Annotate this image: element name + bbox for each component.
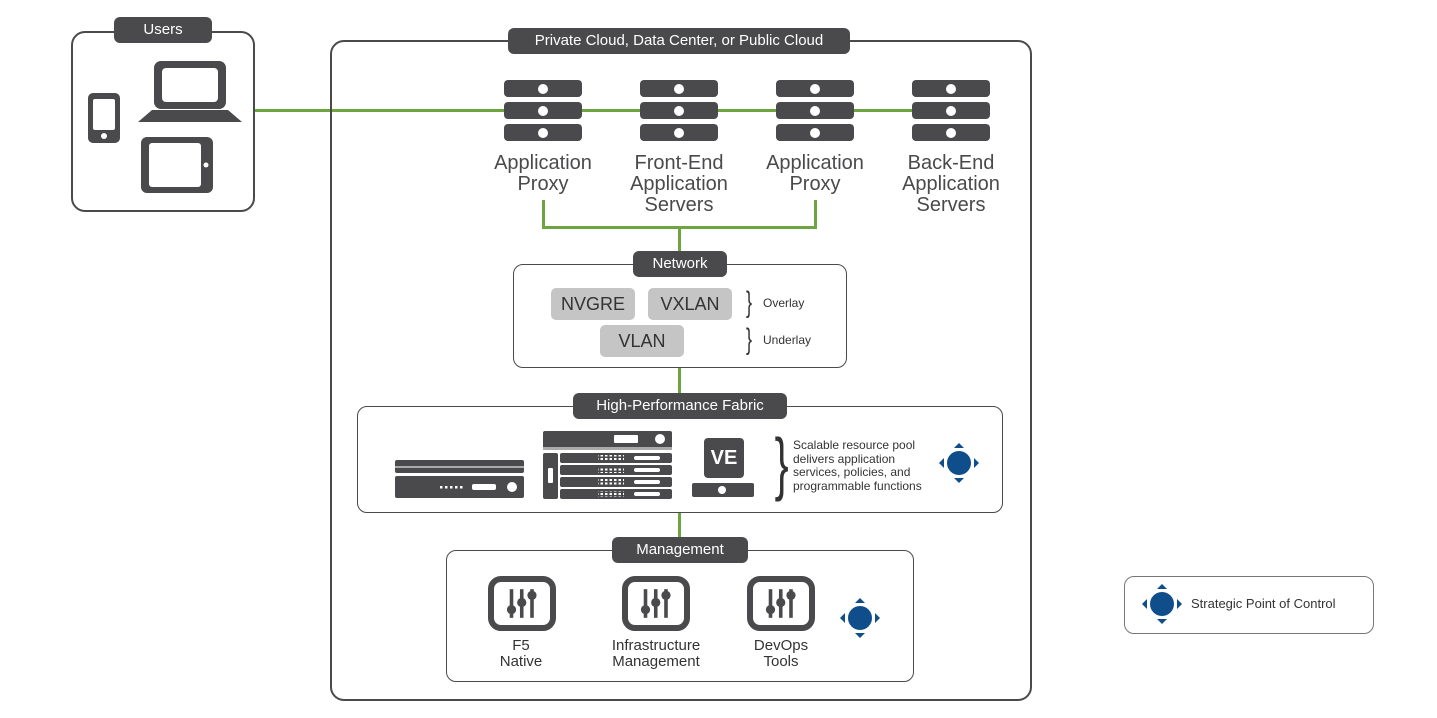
sliders-icon xyxy=(747,576,815,631)
tablet-icon xyxy=(141,137,213,193)
virtual-edition-icon: VE xyxy=(692,438,756,498)
vlan-pill: VLAN xyxy=(600,325,684,357)
users-connector-line xyxy=(255,109,990,112)
chassis-icon xyxy=(543,431,672,499)
users-tag: Users xyxy=(114,17,212,43)
server-label-front-end: Front-End Application Servers xyxy=(630,152,728,216)
strategic-point-of-control-icon xyxy=(840,598,880,638)
ve-base xyxy=(692,483,754,497)
mgmt-label-devops: DevOps Tools xyxy=(753,637,809,670)
server-stack-icon xyxy=(776,80,854,146)
proxy-connector-left xyxy=(542,200,545,229)
management-connector xyxy=(678,513,681,539)
management-panel xyxy=(446,550,914,682)
fabric-connector xyxy=(678,368,681,394)
overlay-label: Overlay xyxy=(763,296,805,310)
sliders-icon xyxy=(488,576,556,631)
server-label-application-proxy-2: Application Proxy xyxy=(766,152,864,195)
underlay-label: Underlay xyxy=(763,333,812,347)
management-tag: Management xyxy=(612,537,748,563)
overlay-brace-icon: } xyxy=(746,286,753,319)
server-label-application-proxy-1: Application Proxy xyxy=(494,152,592,195)
network-tag: Network xyxy=(633,251,727,277)
sliders-icon xyxy=(622,576,690,631)
strategic-point-of-control-icon xyxy=(939,443,979,483)
cloud-tag: Private Cloud, Data Center, or Public Cl… xyxy=(508,28,850,54)
fabric-description: Scalable resource pool delivers applicat… xyxy=(793,438,922,493)
legend-label: Strategic Point of Control xyxy=(1191,596,1336,611)
laptop-icon xyxy=(138,61,242,122)
network-connector xyxy=(678,226,681,252)
mgmt-label-f5-native: F5 Native xyxy=(499,637,543,670)
server-stack-icon xyxy=(504,80,582,146)
underlay-brace-icon: } xyxy=(746,323,753,356)
smartphone-icon xyxy=(88,93,120,143)
vxlan-pill: VXLAN xyxy=(648,288,732,320)
strategic-point-of-control-icon xyxy=(1142,584,1182,624)
fabric-brace-icon: } xyxy=(774,424,789,502)
ve-screen: VE xyxy=(704,438,744,478)
server-stack-icon xyxy=(640,80,718,146)
fabric-tag: High-Performance Fabric xyxy=(573,393,787,419)
server-stack-icon xyxy=(912,80,990,146)
proxy-connector-right xyxy=(814,200,817,229)
appliance-icon xyxy=(395,460,524,498)
mgmt-label-infrastructure: Infrastructure Management xyxy=(611,637,701,670)
nvgre-pill: NVGRE xyxy=(551,288,635,320)
server-label-back-end: Back-End Application Servers xyxy=(902,152,1000,216)
